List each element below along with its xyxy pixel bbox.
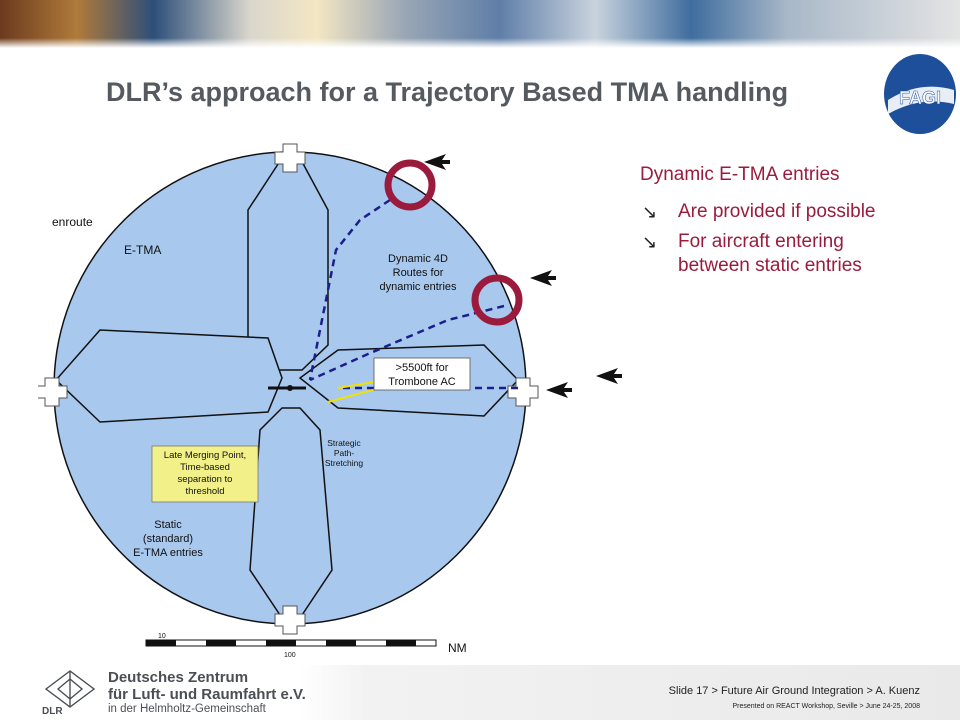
label-scale-10: 10 <box>158 633 166 640</box>
label-strategic: Strategic Path- Stretching <box>325 438 364 468</box>
label-dynamic-routes: Dynamic 4D Routes for dynamic entries <box>379 253 457 293</box>
dynamic-entry-marker-1 <box>384 159 436 211</box>
header-banner-image <box>0 0 960 48</box>
late-merging-point <box>287 385 293 391</box>
svg-text:Stretching: Stretching <box>325 458 364 468</box>
org-line-2: für Luft- und Raumfahrt e.V. <box>108 686 306 703</box>
svg-text:(standard): (standard) <box>143 533 193 545</box>
aircraft-icon <box>530 270 556 286</box>
svg-text:separation to: separation to <box>178 474 233 485</box>
bullet-item-2-text-1: For aircraft entering <box>678 231 844 252</box>
label-static-entries: Static (standard) E-TMA entries <box>133 519 203 559</box>
label-enroute: enroute <box>52 215 93 229</box>
tma-diagram: enroute E-TMA Dynamic 4D Routes for dyna… <box>38 143 622 659</box>
svg-text:threshold: threshold <box>185 486 224 497</box>
slide-title: DLR’s approach for a Trajectory Based TM… <box>106 77 789 107</box>
org-line-1: Deutsches Zentrum <box>108 669 249 686</box>
west-entry-marker <box>38 377 68 407</box>
label-trombone: >5500ft for Trombone AC <box>388 362 456 388</box>
dlr-abbr: DLR <box>42 706 63 715</box>
svg-text:Strategic: Strategic <box>327 438 361 448</box>
bullet-item-2: ↘ For aircraft entering between static e… <box>640 230 950 278</box>
west-arm <box>54 329 283 423</box>
footer-band <box>300 665 960 720</box>
late-merging-box <box>151 445 259 503</box>
dlr-logo-icon: DLR <box>42 670 96 715</box>
label-nm: NM <box>448 641 467 655</box>
org-name: Deutsches Zentrum für Luft- und Raumfahr… <box>108 669 306 703</box>
north-entry-marker <box>274 143 306 173</box>
dynamic-entry-marker-2 <box>471 274 523 326</box>
arrow-bullet-icon: ↘ <box>642 232 658 252</box>
entry-markers <box>38 143 539 635</box>
footer: DLR Deutsches Zentrum für Luft- und Raum… <box>0 665 960 720</box>
svg-text:Trombone AC: Trombone AC <box>388 376 456 388</box>
svg-text:Path-: Path- <box>334 448 354 458</box>
label-etma: E-TMA <box>124 243 161 257</box>
svg-text:Dynamic 4D: Dynamic 4D <box>388 253 448 265</box>
presentation-info: Presented on REACT Workshop, Seville > J… <box>732 703 921 710</box>
south-arm <box>249 407 333 619</box>
dynamic-route-1 <box>308 198 391 381</box>
svg-text:Late Merging Point,: Late Merging Point, <box>164 450 246 461</box>
bullet-item-1-text: Are provided if possible <box>678 201 876 222</box>
svg-text:Routes for: Routes for <box>393 267 444 279</box>
aircraft-icon <box>424 154 450 170</box>
scale-bar <box>145 639 437 647</box>
fagi-logo: FAGI <box>884 54 956 134</box>
svg-text:dynamic entries: dynamic entries <box>379 281 457 293</box>
bullet-list: Dynamic E-TMA entries ↘ Are provided if … <box>640 164 950 284</box>
logo-text: FAGI <box>899 88 941 108</box>
bullet-item-2-text-2: between static entries <box>678 255 862 276</box>
svg-text:Static: Static <box>154 519 182 531</box>
arrow-bullet-icon: ↘ <box>642 202 658 222</box>
aircraft-icon <box>596 368 622 384</box>
south-entry-marker <box>274 605 306 635</box>
bullet-heading: Dynamic E-TMA entries <box>640 164 840 185</box>
org-subline: in der Helmholtz-Gemeinschaft <box>108 703 266 715</box>
svg-text:Time-based: Time-based <box>180 462 230 473</box>
label-scale-100: 100 <box>284 652 296 659</box>
aircraft-icons <box>424 154 622 398</box>
label-late-merging: Late Merging Point, Time-based separatio… <box>164 450 246 497</box>
slide-info: Slide 17 > Future Air Ground Integration… <box>668 685 920 697</box>
svg-text:E-TMA entries: E-TMA entries <box>133 547 203 559</box>
north-arm <box>247 157 329 371</box>
aircraft-icon <box>546 382 572 398</box>
svg-text:>5500ft for: >5500ft for <box>396 362 449 374</box>
bullet-item-1: ↘ Are provided if possible <box>640 200 950 224</box>
east-entry-marker <box>507 377 539 407</box>
